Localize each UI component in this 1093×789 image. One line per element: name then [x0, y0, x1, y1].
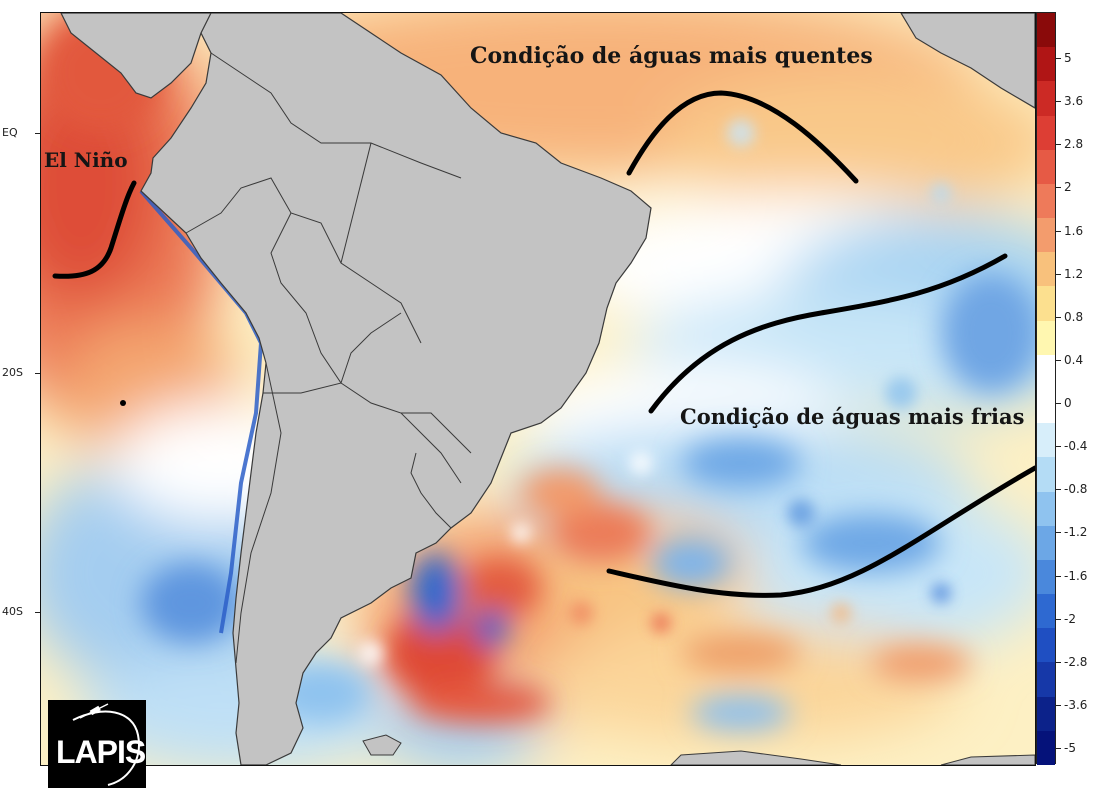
- color-scale-segment: [1037, 252, 1055, 287]
- color-scale-segment: [1037, 662, 1055, 698]
- color-scale-tick: [1056, 489, 1061, 491]
- color-scale-segment: [1037, 115, 1055, 151]
- color-scale-segment: [1037, 491, 1055, 527]
- front-line-north-atlantic: [626, 90, 859, 184]
- color-scale-tick: [1056, 748, 1061, 749]
- color-scale-label: 1.2: [1064, 266, 1084, 281]
- color-scale-tick: [1056, 273, 1061, 275]
- satellite-orbit-icon: [72, 703, 140, 786]
- color-scale-segment: [1037, 47, 1055, 82]
- color-scale-label: -0.4: [1064, 439, 1088, 454]
- latitude-tick-eq: [35, 133, 40, 134]
- color-scale-tick: [1056, 575, 1061, 577]
- front-line-south-atlantic: [606, 465, 1035, 598]
- color-scale-segment: [1037, 628, 1055, 663]
- color-scale-segment: [1037, 594, 1055, 629]
- color-scale-segment: [1037, 286, 1055, 322]
- central-america-landmass: [60, 13, 212, 99]
- color-scale-tick: [1056, 704, 1061, 706]
- color-scale-segment: [1037, 81, 1055, 117]
- color-scale-tick: [1056, 230, 1061, 232]
- color-scale-tick: [1056, 359, 1061, 361]
- latitude-tick-20s: [35, 373, 40, 374]
- color-scale-tick: [1056, 101, 1061, 103]
- annotation-colder-waters: Condição de águas mais frias: [680, 404, 1025, 429]
- color-scale-segment: [1037, 696, 1055, 732]
- color-scale-tick: [1056, 532, 1061, 534]
- color-scale-tick: [1056, 618, 1061, 620]
- latitude-label-eq: EQ: [2, 126, 18, 139]
- annotation-warmer-waters: Condição de águas mais quentes: [470, 43, 873, 69]
- color-scale-tick: [1056, 187, 1061, 189]
- coastal-upwelling-strip: [139, 189, 264, 634]
- color-scale-label: -1.6: [1064, 568, 1088, 583]
- front-line-elnino: [52, 180, 137, 279]
- front-lines: [52, 90, 1035, 598]
- data-dot-marker: [120, 400, 126, 406]
- color-scale-label: 2: [1064, 180, 1072, 195]
- color-scale-label: 0.8: [1064, 309, 1084, 324]
- color-scale-segment: [1037, 525, 1055, 561]
- color-scale-label: -2.8: [1064, 654, 1088, 669]
- color-scale-label: 5: [1064, 51, 1072, 65]
- country-borders: [185, 52, 472, 664]
- color-scale-label: 1.6: [1064, 223, 1084, 238]
- color-scale-segment: [1037, 730, 1055, 766]
- color-scale-segment: [1037, 559, 1055, 595]
- logo-text: LAPIS: [56, 734, 146, 770]
- color-scale-segment: [1037, 354, 1055, 390]
- sst-anomaly-map: [40, 12, 1036, 766]
- annotation-el-nino: El Niño: [44, 148, 128, 172]
- africa-landmass: [900, 13, 1035, 109]
- sea-surface-temperature-anomaly-field: [41, 13, 1035, 765]
- color-scale-tick: [1056, 403, 1061, 404]
- color-scale-bar: [1036, 12, 1056, 766]
- color-scale-tick: [1056, 446, 1061, 448]
- color-scale-label: 0: [1064, 396, 1072, 410]
- color-scale-label: 2.8: [1064, 137, 1084, 152]
- latitude-tick-40s: [35, 612, 40, 613]
- color-scale-tick: [1056, 316, 1061, 318]
- lapis-logo: LAPIS: [48, 700, 146, 788]
- color-scale-tick: [1056, 58, 1061, 59]
- color-scale-label: -1.2: [1064, 525, 1088, 540]
- southern-landmass: [670, 750, 1035, 765]
- south-america-landmass: [140, 13, 652, 765]
- color-scale-segment: [1037, 457, 1055, 493]
- latitude-label-40s: 40S: [2, 605, 23, 618]
- color-scale-segment: [1037, 423, 1055, 458]
- color-scale-tick: [1056, 661, 1061, 663]
- color-scale-label: -2: [1064, 611, 1076, 626]
- color-scale-tick: [1056, 144, 1061, 146]
- color-scale-segment: [1037, 149, 1055, 185]
- falkland-islands: [362, 734, 402, 756]
- color-scale-label: -5: [1064, 741, 1076, 755]
- color-scale-segment: [1037, 183, 1055, 219]
- color-scale-label: -3.6: [1064, 697, 1088, 712]
- color-scale-segment: [1037, 218, 1055, 253]
- latitude-label-20s: 20S: [2, 366, 23, 379]
- map-canvas: [41, 13, 1035, 765]
- color-scale-label: 0.4: [1064, 352, 1084, 367]
- color-scale-segment: [1037, 13, 1055, 48]
- color-scale-segment: [1037, 389, 1055, 424]
- color-scale-label: -0.8: [1064, 482, 1088, 497]
- color-scale-label: 3.6: [1064, 94, 1084, 109]
- front-line-central-atlantic: [648, 253, 1008, 414]
- color-scale-segment: [1037, 320, 1055, 356]
